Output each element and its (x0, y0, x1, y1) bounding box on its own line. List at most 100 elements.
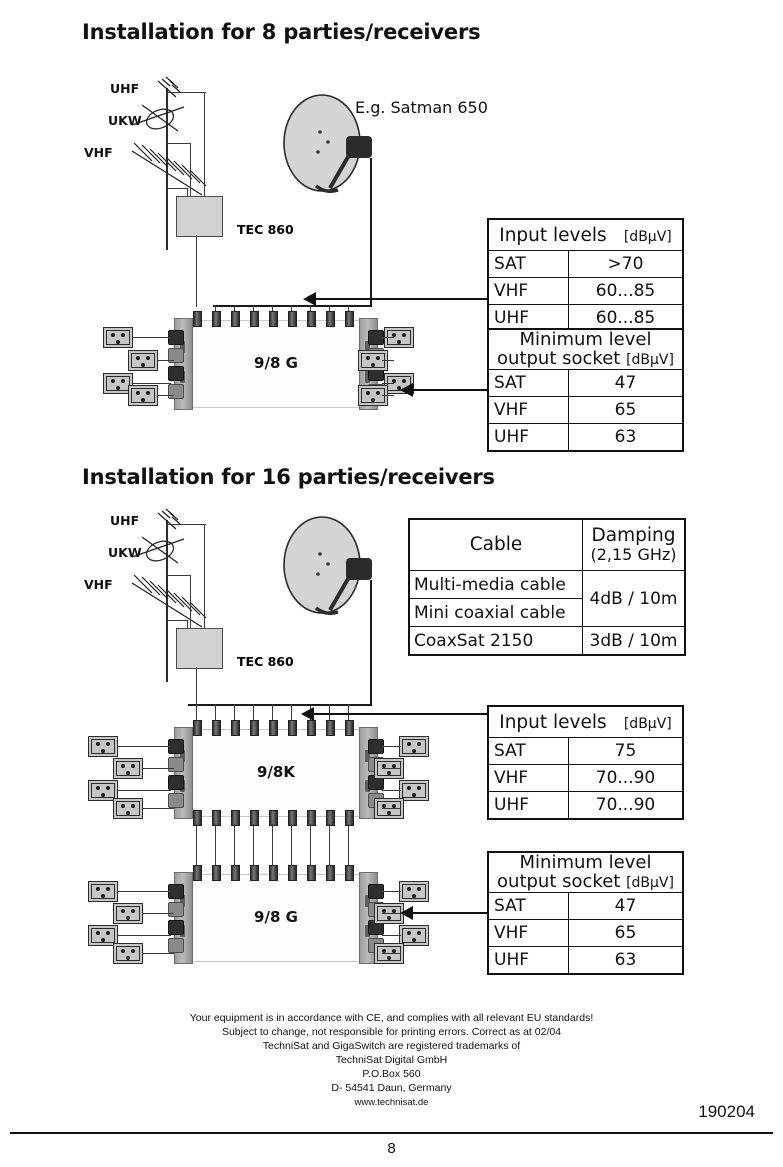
table-row: VHF 65 (487, 919, 684, 948)
row-label: UHF (487, 304, 569, 333)
row-value: 70...90 (568, 791, 684, 820)
wall-socket-icon[interactable] (128, 385, 158, 406)
mast-pole-icon (166, 88, 169, 250)
device-input-connector (193, 865, 202, 881)
socket-lead (158, 395, 174, 396)
device-output-connector (168, 366, 184, 381)
row-label: UHF (487, 946, 569, 975)
device-output-connector (168, 793, 184, 808)
device-input-connector (326, 720, 335, 736)
table-header-cable: Cable (408, 518, 583, 571)
footer-line-5: P.O.Box 560 (362, 1068, 421, 1080)
socket-lead (118, 790, 171, 791)
row-value: 47 (568, 892, 684, 921)
table-header-main: Input levels (499, 711, 607, 733)
socket-lead (118, 935, 171, 936)
device-input-connector (269, 865, 278, 881)
device-cascade-connector (269, 810, 278, 826)
device-cascade-connector (345, 810, 354, 826)
socket-lead (382, 790, 401, 791)
wall-socket-icon[interactable] (113, 903, 143, 924)
wall-socket-icon[interactable] (88, 736, 118, 757)
wall-socket-icon[interactable] (399, 736, 429, 757)
feeder-line-ukw-1 (190, 143, 191, 204)
device-output-connector (168, 938, 184, 953)
socket-lead (382, 383, 394, 384)
wall-socket-icon[interactable] (128, 350, 158, 371)
row-label: SAT (487, 250, 569, 278)
wall-socket-icon[interactable] (358, 385, 388, 406)
row-label: UHF (487, 423, 569, 452)
feeder-branch-vhf-2 (166, 620, 188, 621)
wall-socket-icon[interactable] (88, 881, 118, 902)
socket-lead (133, 337, 171, 338)
table-header-row: Minimum level output socket [dBµV] (487, 328, 684, 371)
table-header-cell: Input levels [dBµV] (487, 218, 684, 251)
antenna-label-uhf-2: UHF (110, 513, 140, 528)
table-row: Multi-media cable 4dB / 10m (408, 570, 686, 627)
sat-coax-bus-1 (213, 305, 372, 307)
wall-socket-icon[interactable] (399, 881, 429, 902)
multiswitch-device-9-8K[interactable]: 9/8K (160, 720, 392, 826)
table-header-unit: [dBµV] (626, 351, 674, 368)
table-row: VHF 60...85 (487, 277, 684, 305)
callout-arrow-line (315, 298, 487, 300)
multiswitch-device-9-8-G-2[interactable]: 9/8 G (160, 865, 392, 964)
wall-socket-icon[interactable] (88, 780, 118, 801)
wall-socket-icon[interactable] (88, 925, 118, 946)
feeder-branch-ukw-2 (166, 575, 191, 576)
amplifier-tec860-box-1 (176, 196, 223, 237)
row-label: VHF (487, 764, 569, 792)
cable-name: Multi-media cable (408, 570, 583, 599)
wall-socket-icon[interactable] (113, 798, 143, 819)
table-header-unit: [dBµV] (623, 228, 672, 245)
antenna-label-vhf-2: VHF (84, 577, 113, 592)
row-value: 70...90 (568, 764, 684, 792)
device-input-connector (307, 311, 316, 327)
socket-lead (382, 913, 401, 914)
sat-coax-bus-2 (188, 704, 372, 706)
wall-socket-icon[interactable] (113, 758, 143, 779)
wall-socket-icon[interactable] (399, 780, 429, 801)
device-input-connector (250, 720, 259, 736)
row-value: 65 (568, 396, 684, 425)
row-label: SAT (487, 892, 569, 921)
table-header-line2: output socket (497, 347, 621, 369)
table-header-main: Input levels (499, 224, 607, 246)
socket-lead (382, 360, 394, 361)
socket-lead (158, 360, 174, 361)
cable-damping-table: Cable Damping (2,15 GHz) Multi-media cab… (408, 518, 686, 656)
table-row: UHF 63 (487, 946, 684, 975)
device-cascade-connector (193, 810, 202, 826)
input-levels-table-1: Input levels [dBµV] SAT >70 VHF 60...85 … (487, 218, 684, 333)
wall-socket-icon[interactable] (103, 373, 133, 394)
device-output-connector (168, 384, 184, 399)
device-cascade-connector (231, 810, 240, 826)
satellite-dish-icon-2 (283, 516, 372, 616)
wall-socket-icon[interactable] (399, 925, 429, 946)
device-output-connector (168, 920, 184, 935)
row-value: 63 (568, 423, 684, 452)
socket-lead (382, 953, 401, 954)
wall-socket-icon[interactable] (113, 943, 143, 964)
callout-arrow-head (400, 906, 413, 920)
device-cascade-connector (307, 810, 316, 826)
terrestrial-feed-line-1 (196, 235, 197, 307)
table-header-row: Minimum level output socket [dBµV] (487, 851, 684, 894)
socket-lead (143, 953, 174, 954)
feeder-line-uhf-1 (204, 92, 205, 204)
device-cascade-connector (288, 810, 297, 826)
row-label: VHF (487, 277, 569, 305)
table-header-damping: Damping (2,15 GHz) (582, 518, 686, 571)
callout-arrow-head (301, 707, 314, 721)
wall-socket-icon[interactable] (103, 327, 133, 348)
device-body (186, 874, 366, 962)
callout-arrow-line (412, 389, 488, 391)
callout-arrow-head (303, 292, 316, 306)
callout-arrow-line (412, 912, 488, 914)
table-header-row: Input levels [dBµV] (487, 705, 684, 738)
feeder-line-ukw-2 (190, 575, 191, 636)
device-label: 9/8 G (254, 908, 298, 926)
mast-pole-icon (166, 520, 169, 682)
